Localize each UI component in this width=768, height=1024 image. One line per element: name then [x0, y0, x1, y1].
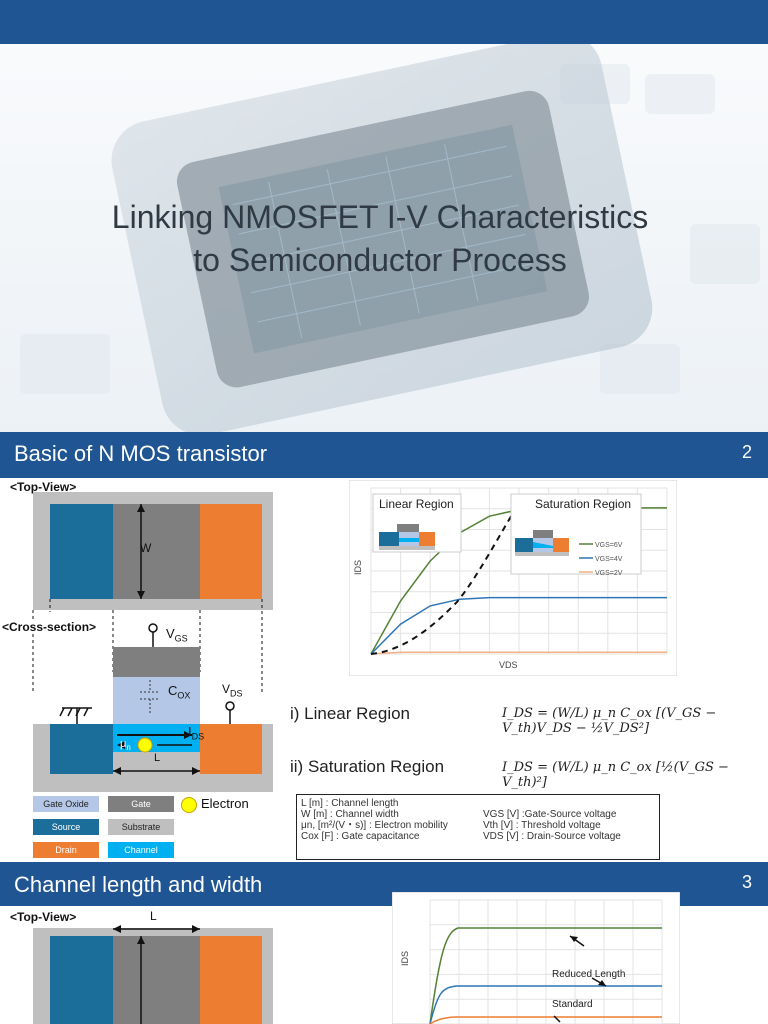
ids-label-main: I [188, 724, 192, 739]
key-source: Source [33, 819, 99, 835]
def-cox: Cox [F] : Gate capacitance [301, 831, 420, 842]
vgs-label-sub: GS [174, 633, 188, 644]
reduced-length-curve [429, 927, 662, 1024]
title-slide: Linking NMOSFET I-V Characteristics to S… [0, 0, 768, 432]
title-line-1: Linking NMOSFET I-V Characteristics [111, 199, 649, 235]
gate-cross [113, 647, 200, 677]
iv-characteristic-chart: Linear Region Saturation Region VGS=6V V… [349, 480, 677, 676]
s3-chart-grid [429, 899, 663, 1024]
drain-cross [200, 724, 262, 774]
saturation-equation: I_DS = (W/L) μ_n C_ox [½(V_GS − V_th)²] [502, 760, 729, 790]
linear-region-equation-label: i) Linear Region [290, 704, 411, 723]
slide3-number: 3 [741, 872, 752, 892]
slide-heading: Basic of N MOS transistor [14, 441, 268, 466]
chip-illustration [0, 33, 768, 432]
vgs-label-main: V [166, 626, 175, 641]
chart-legend: VGS=6V VGS=4V VGS=2V [579, 542, 623, 577]
slide3-header: Channel length and width 3 [0, 862, 768, 906]
def-vth: Vth [V] : Threshold voltage [483, 820, 601, 831]
chart-x-axis-label: VDS [499, 660, 518, 670]
slide-number: 2 [741, 442, 752, 462]
vds-terminal-icon [225, 701, 235, 711]
slide3-top-view-diagram [33, 925, 273, 1024]
width-label: W [140, 541, 152, 555]
variable-definitions-box: L [m] : Channel length W [m] : Channel w… [296, 794, 660, 860]
increased-length-curve [429, 1016, 662, 1024]
top-view-label: <Top-View> [10, 480, 77, 494]
variable-definitions-right: VGS [V] :Gate-Source voltage Vth [V] : T… [483, 809, 621, 842]
ids-label-sub: DS [191, 731, 205, 742]
cox-label-sub: OX [177, 690, 191, 701]
legend-vgs2: VGS=2V [595, 570, 623, 577]
mu-label: μn [120, 738, 131, 752]
standard-label: Standard [552, 999, 593, 1010]
source-top [50, 504, 113, 599]
vgs-label: VGS [166, 626, 188, 644]
electron-key-icon [181, 797, 197, 813]
def-l: L [m] : Channel length [301, 798, 399, 809]
def-vgs: VGS [V] :Gate-Source voltage [483, 809, 617, 820]
ids-label: IDS [188, 724, 204, 742]
vds-label-sub: DS [230, 688, 243, 699]
def-mu: μn, [m²/(V・s)] : Electron mobility [301, 820, 448, 831]
presentation-title: Linking NMOSFET I-V Characteristics to S… [20, 196, 740, 282]
cox-label-main: C [168, 683, 178, 698]
gate-top [113, 504, 200, 599]
mu-label-main: μ [120, 738, 127, 750]
series-line-2 [370, 651, 667, 655]
nmos-diagram [32, 492, 273, 792]
linear-region-label: Linear Region [379, 497, 454, 511]
key-gate: Gate [108, 796, 174, 812]
key-electron: Electron [201, 796, 249, 811]
vds-label: VDS [222, 682, 243, 698]
linear-equation: I_DS = (W/L) μ_n C_ox [(V_GS − V_th)V_DS… [502, 706, 717, 736]
def-vds: VDS [V] : Drain-Source voltage [483, 831, 621, 842]
key-gate-oxide: Gate Oxide [33, 796, 99, 812]
saturation-region-box [510, 493, 642, 575]
slide3-top-view-label: <Top-View> [10, 910, 77, 924]
vds-label-main: V [222, 682, 231, 696]
cox-label: COX [168, 683, 190, 701]
slide-channel-length-width: Channel length and width 3 <Top-View> L … [0, 862, 768, 1024]
ground-icon [59, 707, 92, 724]
variable-definitions-left: L [m] : Channel length W [m] : Channel w… [301, 798, 448, 842]
cross-section-label: <Cross-section> [2, 620, 97, 634]
chart-y-axis-label: IDS [353, 560, 363, 575]
electron-icon [137, 737, 153, 753]
chip-background-image [0, 33, 768, 432]
mu-label-sub: n [126, 743, 131, 753]
s3-y-axis-label: IDS [400, 951, 410, 966]
saturation-region-equation-label: ii) Saturation Region [290, 757, 445, 776]
saturation-mini-transistor-icon [515, 530, 569, 556]
width-arrow-head-bottom [137, 591, 145, 599]
slide-basic-nmos: Basic of N MOS transistor 2 <Top-View> [0, 432, 768, 862]
title-line-2: to Semiconductor Process [193, 242, 567, 278]
legend-vgs6: VGS=6V [595, 542, 623, 549]
standard-curve [429, 985, 662, 1024]
length-label: L [154, 752, 161, 764]
def-w: W [m] : Channel width [301, 809, 399, 820]
source-cross [50, 724, 113, 774]
key-substrate: Substrate [108, 819, 174, 835]
slide3-length-label: L [150, 909, 157, 923]
gate-oxide-cross [113, 677, 200, 724]
slide3-heading: Channel length and width [14, 872, 263, 897]
saturation-region-label: Saturation Region [535, 497, 631, 511]
linear-mini-transistor-icon [379, 524, 435, 550]
series-line-1 [370, 596, 667, 655]
saturation-boundary-curve [370, 494, 525, 655]
length-effect-chart: Reduced Length Standard IDS [392, 892, 680, 1024]
legend-vgs4: VGS=4V [595, 556, 623, 563]
s3-chart-frame [392, 892, 680, 1024]
vgs-terminal-icon [148, 623, 158, 633]
key-channel: Channel [108, 842, 174, 858]
width-arrow-head-top [137, 504, 145, 512]
slide-header: Basic of N MOS transistor 2 [0, 432, 768, 478]
cox-symbol [140, 680, 160, 714]
reduced-length-label: Reduced Length [552, 969, 625, 980]
key-drain: Drain [33, 842, 99, 858]
drain-top [200, 504, 262, 599]
title-slide-top-bar [0, 0, 768, 44]
